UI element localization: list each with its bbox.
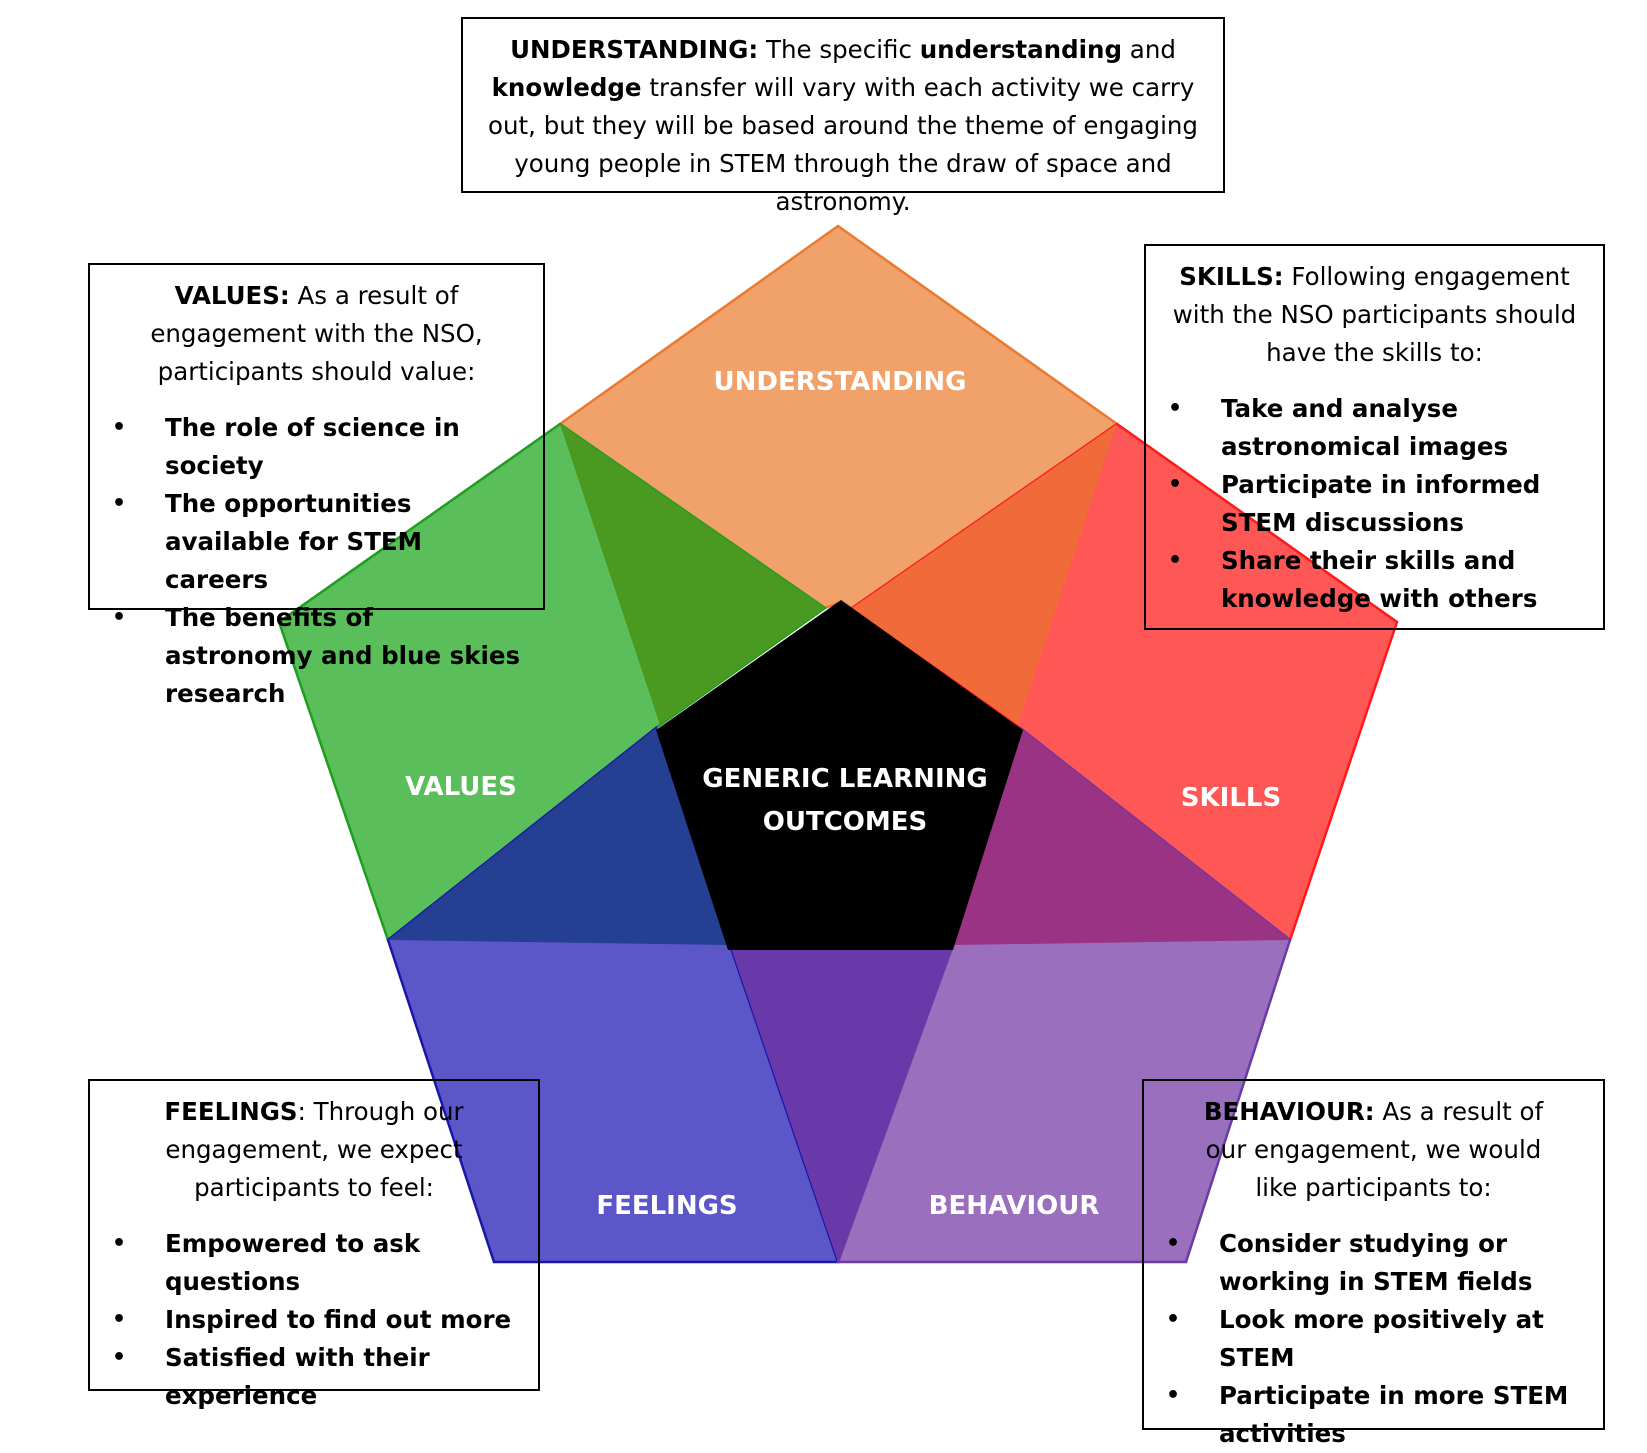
feelings-intro-text: : Through our engagement, we expect part… (165, 1097, 464, 1202)
skills-label: SKILLS (1181, 783, 1281, 813)
skills-intro: SKILLS: Following engagement with the NS… (1160, 258, 1589, 372)
behaviour-item: • Look more positively at STEM (1144, 1301, 1589, 1377)
feelings-item: • Inspired to find out more (90, 1301, 524, 1339)
skills-item: • Share their skills and knowledge with o… (1146, 542, 1589, 618)
overlap-understanding-skills (852, 424, 1117, 725)
bullet: • (1168, 548, 1183, 573)
bullet: • (1168, 396, 1183, 421)
feelings-item-text: Inspired to find out more (165, 1305, 512, 1334)
understanding-heading: UNDERSTANDING: (510, 35, 759, 64)
values-intro: VALUES: As a result of engagement with t… (104, 277, 529, 391)
skills-item: • Take and analyse astronomical images (1146, 390, 1589, 466)
overlap-skills-behaviour (953, 728, 1290, 945)
center-label-line1: GENERIC LEARNING (702, 764, 987, 794)
behaviour-item: • Consider studying or working in STEM fi… (1144, 1225, 1589, 1301)
values-intro-text: As a result of engagement with the NSO, … (150, 281, 483, 386)
understanding-text-3: and (1122, 35, 1176, 64)
skills-intro-text: Following engagement with the NSO partic… (1172, 262, 1577, 367)
behaviour-item-text: Participate in more STEM activities (1219, 1381, 1569, 1448)
behaviour-item-text: Look more positively at STEM (1219, 1305, 1544, 1372)
understanding-label: UNDERSTANDING (714, 367, 967, 397)
overlap-understanding-values (560, 424, 825, 725)
values-list: • The role of science in society • The opp… (90, 409, 529, 713)
feelings-heading: FEELINGS (164, 1097, 298, 1126)
behaviour-intro: BEHAVIOUR: As a result of our engagement… (1158, 1093, 1589, 1207)
feelings-box: FEELINGS: Through our engagement, we exp… (88, 1079, 540, 1410)
center-pentagon (656, 600, 1023, 950)
bullet: • (1166, 1307, 1181, 1332)
behaviour-box: BEHAVIOUR: As a result of our engagement… (1142, 1079, 1605, 1448)
behaviour-label: BEHAVIOUR (929, 1191, 1100, 1221)
bullet: • (112, 1345, 127, 1370)
feelings-item: • Satisfied with their experience (90, 1339, 524, 1415)
skills-item-text: Participate in informed STEM discussions (1221, 470, 1541, 537)
bullet: • (1166, 1231, 1181, 1256)
skills-list: • Take and analyse astronomical images • P… (1146, 390, 1589, 618)
feelings-list: • Empowered to ask questions • Inspired to… (90, 1225, 524, 1415)
feelings-item: • Empowered to ask questions (90, 1225, 524, 1301)
values-item: • The benefits of astronomy and blue skie… (90, 599, 529, 713)
bullet: • (112, 415, 127, 440)
understanding-text-2: understanding (919, 35, 1123, 64)
values-label: VALUES (405, 772, 517, 802)
bullet: • (1166, 1383, 1181, 1408)
skills-item: • Participate in informed STEM discussion… (1146, 466, 1589, 542)
overlap-values-feelings (388, 728, 730, 945)
understanding-text: UNDERSTANDING: The specific understandin… (485, 31, 1201, 221)
feelings-item-text: Satisfied with their experience (165, 1343, 430, 1410)
behaviour-item: • Participate in more STEM activities (1144, 1377, 1589, 1453)
skills-item-text: Take and analyse astronomical images (1221, 394, 1509, 461)
behaviour-item-text: Consider studying or working in STEM fie… (1219, 1229, 1533, 1296)
understanding-text-5: transfer will vary with each activity we… (488, 73, 1198, 216)
skills-heading: SKILLS: (1179, 262, 1284, 291)
values-item-text: The role of science in society (165, 413, 460, 480)
understanding-box: UNDERSTANDING: The specific understandin… (461, 17, 1225, 216)
values-item: • The opportunities available for STEM ca… (90, 485, 529, 599)
overlap-feelings-behaviour (730, 945, 953, 1262)
values-box: VALUES: As a result of engagement with t… (88, 263, 545, 708)
understanding-text-1: The specific (758, 35, 920, 64)
bullet: • (112, 1307, 127, 1332)
bullet: • (1168, 472, 1183, 497)
bullet: • (112, 1231, 127, 1256)
skills-item-text: Share their skills and knowledge with ot… (1221, 546, 1538, 613)
understanding-text-4: knowledge (491, 73, 642, 102)
feelings-label: FEELINGS (596, 1191, 737, 1221)
values-heading: VALUES: (174, 281, 290, 310)
values-item: • The role of science in society (90, 409, 529, 485)
feelings-item-text: Empowered to ask questions (165, 1229, 421, 1296)
behaviour-list: • Consider studying or working in STEM fi… (1144, 1225, 1589, 1453)
skills-box: SKILLS: Following engagement with the NS… (1144, 244, 1605, 630)
center-label-line2: OUTCOMES (763, 807, 928, 837)
values-item-text: The opportunities available for STEM car… (165, 489, 423, 594)
behaviour-intro-text: As a result of our engagement, we would … (1205, 1097, 1544, 1202)
behaviour-heading: BEHAVIOUR: (1203, 1097, 1375, 1126)
values-item-text: The benefits of astronomy and blue skies… (165, 603, 521, 708)
feelings-intro: FEELINGS: Through our engagement, we exp… (104, 1093, 524, 1207)
bullet: • (112, 605, 127, 630)
bullet: • (112, 491, 127, 516)
